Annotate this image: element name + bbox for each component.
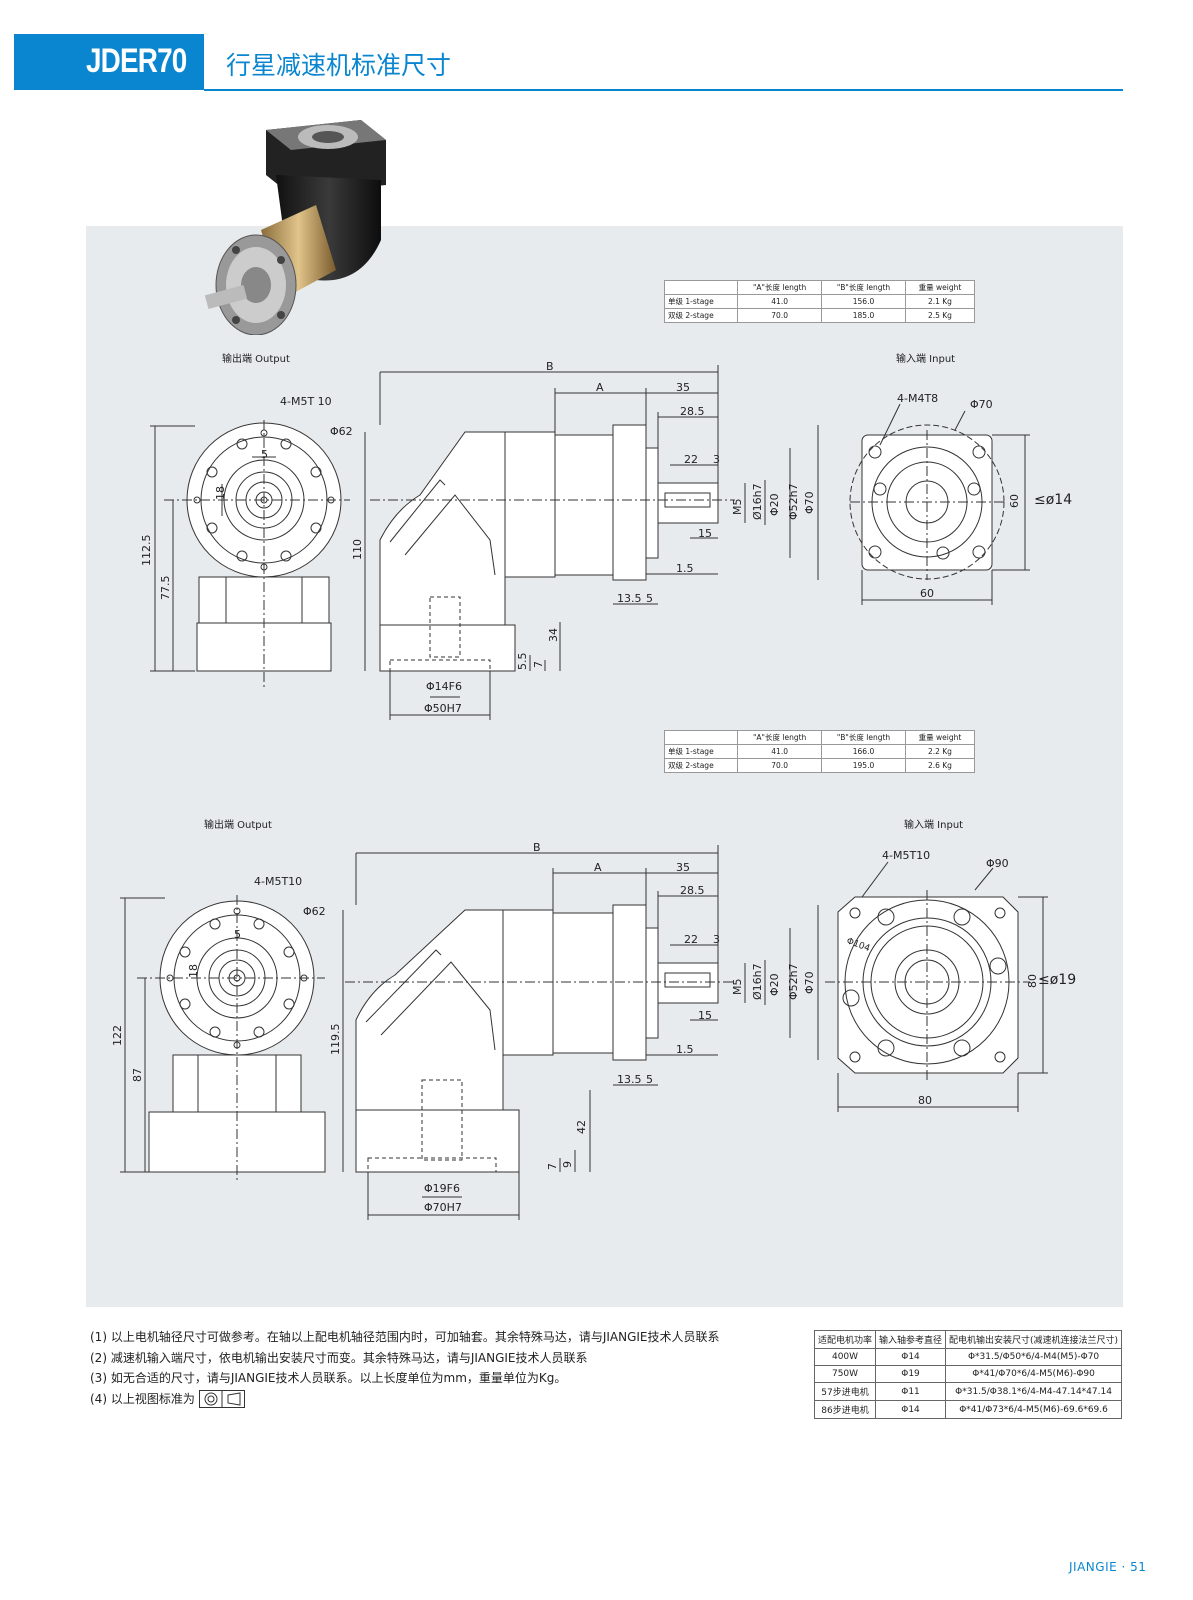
- header-rule: [204, 89, 1123, 91]
- d1-h-side: 110: [351, 539, 364, 560]
- d2-135: 13.5: [617, 1073, 642, 1086]
- d2-15: 15: [698, 1009, 712, 1022]
- d2-in-sq-h: 80: [918, 1094, 932, 1107]
- d1-h-axis: 77.5: [159, 576, 172, 601]
- d2-42: 42: [575, 1120, 588, 1134]
- d1-output-view: [150, 420, 350, 690]
- model-tab: JDER70: [14, 34, 204, 90]
- d2-m5: M5: [731, 979, 744, 996]
- d1-135: 13.5: [617, 592, 642, 605]
- d2-bore: Φ19F6: [424, 1182, 460, 1195]
- d2-7: 7: [546, 1163, 559, 1170]
- d1-key-w: 5: [261, 448, 268, 461]
- d2-22: 22: [684, 933, 698, 946]
- d1-15: 15: [698, 527, 712, 540]
- d1-28: 28.5: [680, 405, 705, 418]
- d2-side-view: [342, 845, 819, 1220]
- page-footer: JIANGIE · 51: [1069, 1560, 1147, 1574]
- d1-A: A: [596, 381, 604, 394]
- d1-key-h: 18: [214, 486, 227, 500]
- d2-input-label: 输入端 Input: [904, 818, 963, 831]
- d1-B: B: [546, 360, 554, 373]
- d1-d52: Φ52h7: [787, 483, 800, 520]
- d1-3: 3: [713, 453, 720, 466]
- d1-in-pcd: Φ70: [970, 398, 993, 411]
- notes: (1) 以上电机轴径尺寸可做参考。在轴以上配电机轴径范围内时，可加轴套。其余特殊…: [90, 1327, 720, 1409]
- d1-d20: Φ20: [768, 493, 781, 516]
- d2-A: A: [594, 861, 602, 874]
- d2-in-shaft: ≤ø19: [1038, 972, 1076, 988]
- d1-in-sq-h: 60: [920, 587, 934, 600]
- d2-key-w: 5: [234, 928, 241, 941]
- d2-holes: 4-M5T10: [254, 875, 302, 888]
- note-4: (4) 以上视图标准为: [90, 1389, 720, 1410]
- d1-in-holes: 4-M4T8: [897, 392, 938, 405]
- d2-output-label: 输出端 Output: [204, 818, 272, 831]
- d2-in-holes: 4-M5T10: [882, 849, 930, 862]
- d2-3: 3: [713, 933, 720, 946]
- d1-22: 22: [684, 453, 698, 466]
- d1-input-label: 输入端 Input: [896, 352, 955, 365]
- d1-7: 7: [532, 661, 545, 668]
- model-code: JDER70: [86, 42, 187, 80]
- d1-15b: 1.5: [676, 562, 694, 575]
- d2-pilot: Φ70H7: [424, 1201, 462, 1214]
- d2-B: B: [533, 841, 541, 854]
- note-2: (2) 减速机输入端尺寸，依电机输出安装尺寸而变。其余特殊马达，请与JIANGI…: [90, 1350, 588, 1365]
- d2-input-view: [825, 861, 1048, 1112]
- d2-output-view: [120, 895, 326, 1180]
- d1-output-label: 输出端 Output: [222, 352, 290, 365]
- page-title: 行星减速机标准尺寸: [226, 51, 452, 80]
- gearbox-product-image: [204, 120, 386, 335]
- d2-d70: Φ70: [803, 971, 816, 994]
- d1-34: 34: [547, 628, 560, 642]
- d2-h-axis: 87: [131, 1068, 144, 1082]
- d1-35: 35: [676, 381, 690, 394]
- d1-in-sq-v: 60: [1008, 494, 1021, 508]
- d2-9: 9: [561, 1161, 574, 1168]
- d2-h-total: 122: [111, 1025, 124, 1046]
- d2-d20: Φ20: [768, 973, 781, 996]
- d1-side-view: [364, 365, 819, 720]
- d1-pilot: Φ50H7: [424, 702, 462, 715]
- note-3: (3) 如无合适的尺寸，请与JIANGIE技术人员联系。以上长度单位为mm，重量…: [90, 1371, 567, 1385]
- d2-h-side: 119.5: [329, 1024, 342, 1056]
- d1-input-view: [849, 403, 1030, 605]
- d2-pcd-out: Φ62: [303, 905, 326, 918]
- d2-5: 5: [646, 1073, 653, 1086]
- projection-symbol-icon: [198, 1390, 245, 1408]
- d2-d16: Ø16h7: [751, 963, 764, 1000]
- note-1: (1) 以上电机轴径尺寸可做参考。在轴以上配电机轴径范围内时，可加轴套。其余特殊…: [90, 1330, 720, 1344]
- d2-15b: 1.5: [676, 1043, 694, 1056]
- d1-55: 5.5: [516, 653, 529, 671]
- d2-d52: Φ52h7: [787, 963, 800, 1000]
- d1-pcd-out: Φ62: [330, 425, 353, 438]
- d1-h-total: 112.5: [140, 535, 153, 567]
- d1-d16: Ø16h7: [751, 483, 764, 520]
- d2-in-sq-v: 80: [1026, 974, 1039, 988]
- d2-in-pcd: Φ90: [986, 857, 1009, 870]
- d1-5: 5: [646, 592, 653, 605]
- d1-m5: M5: [731, 499, 744, 516]
- d2-key-h: 18: [187, 964, 200, 978]
- d2-35: 35: [676, 861, 690, 874]
- d1-d70: Φ70: [803, 491, 816, 514]
- d2-28: 28.5: [680, 884, 705, 897]
- d1-bore: Φ14F6: [426, 680, 462, 693]
- d1-in-shaft: ≤ø14: [1034, 492, 1072, 508]
- d1-holes: 4-M5T 10: [280, 395, 332, 408]
